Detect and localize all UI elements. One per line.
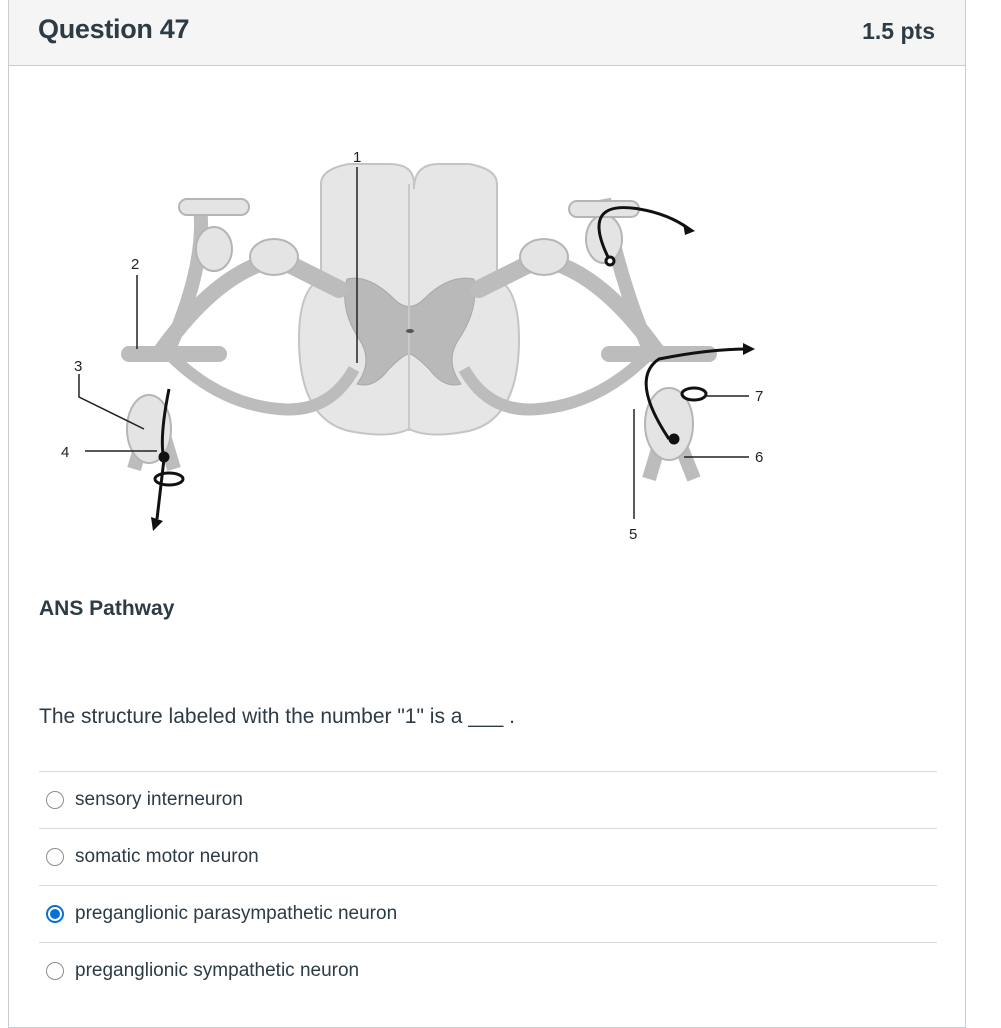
answer-option[interactable]: preganglionic sympathetic neuron: [39, 942, 937, 999]
radio-button[interactable]: [46, 962, 64, 980]
arrowheads: [151, 223, 755, 531]
label-7: 7: [755, 388, 763, 405]
answer-label: sensory interneuron: [75, 789, 243, 810]
question-prompt: The structure labeled with the number "1…: [39, 705, 515, 728]
question-title: Question 47: [38, 14, 190, 44]
label-5: 5: [629, 526, 637, 543]
answer-option[interactable]: preganglionic parasympathetic neuron: [39, 885, 937, 942]
radio-button[interactable]: [46, 848, 64, 866]
radio-button[interactable]: [46, 791, 64, 809]
ans-pathway-figure: 1 2 3 4 5 6 7: [61, 149, 763, 543]
figure-caption: ANS Pathway: [39, 597, 175, 620]
leader-lines: [78, 167, 749, 519]
radio-button-selected[interactable]: [46, 905, 64, 923]
label-6: 6: [755, 449, 763, 466]
figure-labels: 1 2 3 4 5 6 7: [61, 149, 763, 543]
left-ganglia: [126, 198, 299, 464]
spinal-cord: [297, 163, 521, 436]
answer-option[interactable]: somatic motor neuron: [39, 828, 937, 885]
neuron-paths: [153, 206, 750, 520]
answer-label: preganglionic sympathetic neuron: [75, 960, 360, 981]
label-1: 1: [353, 149, 361, 166]
answer-label: somatic motor neuron: [75, 846, 259, 867]
label-4: 4: [61, 444, 69, 461]
question-card: Question 47 1.5 pts: [8, 0, 966, 1028]
answer-label: preganglionic parasympathetic neuron: [75, 903, 398, 924]
answer-list: sensory interneuron somatic motor neuron…: [39, 771, 937, 999]
label-2: 2: [131, 256, 139, 273]
answer-option[interactable]: sensory interneuron: [39, 771, 937, 828]
question-points: 1.5 pts: [862, 18, 935, 44]
label-3: 3: [74, 358, 82, 375]
question-header: Question 47 1.5 pts: [9, 0, 965, 66]
right-ganglia: [519, 200, 694, 461]
